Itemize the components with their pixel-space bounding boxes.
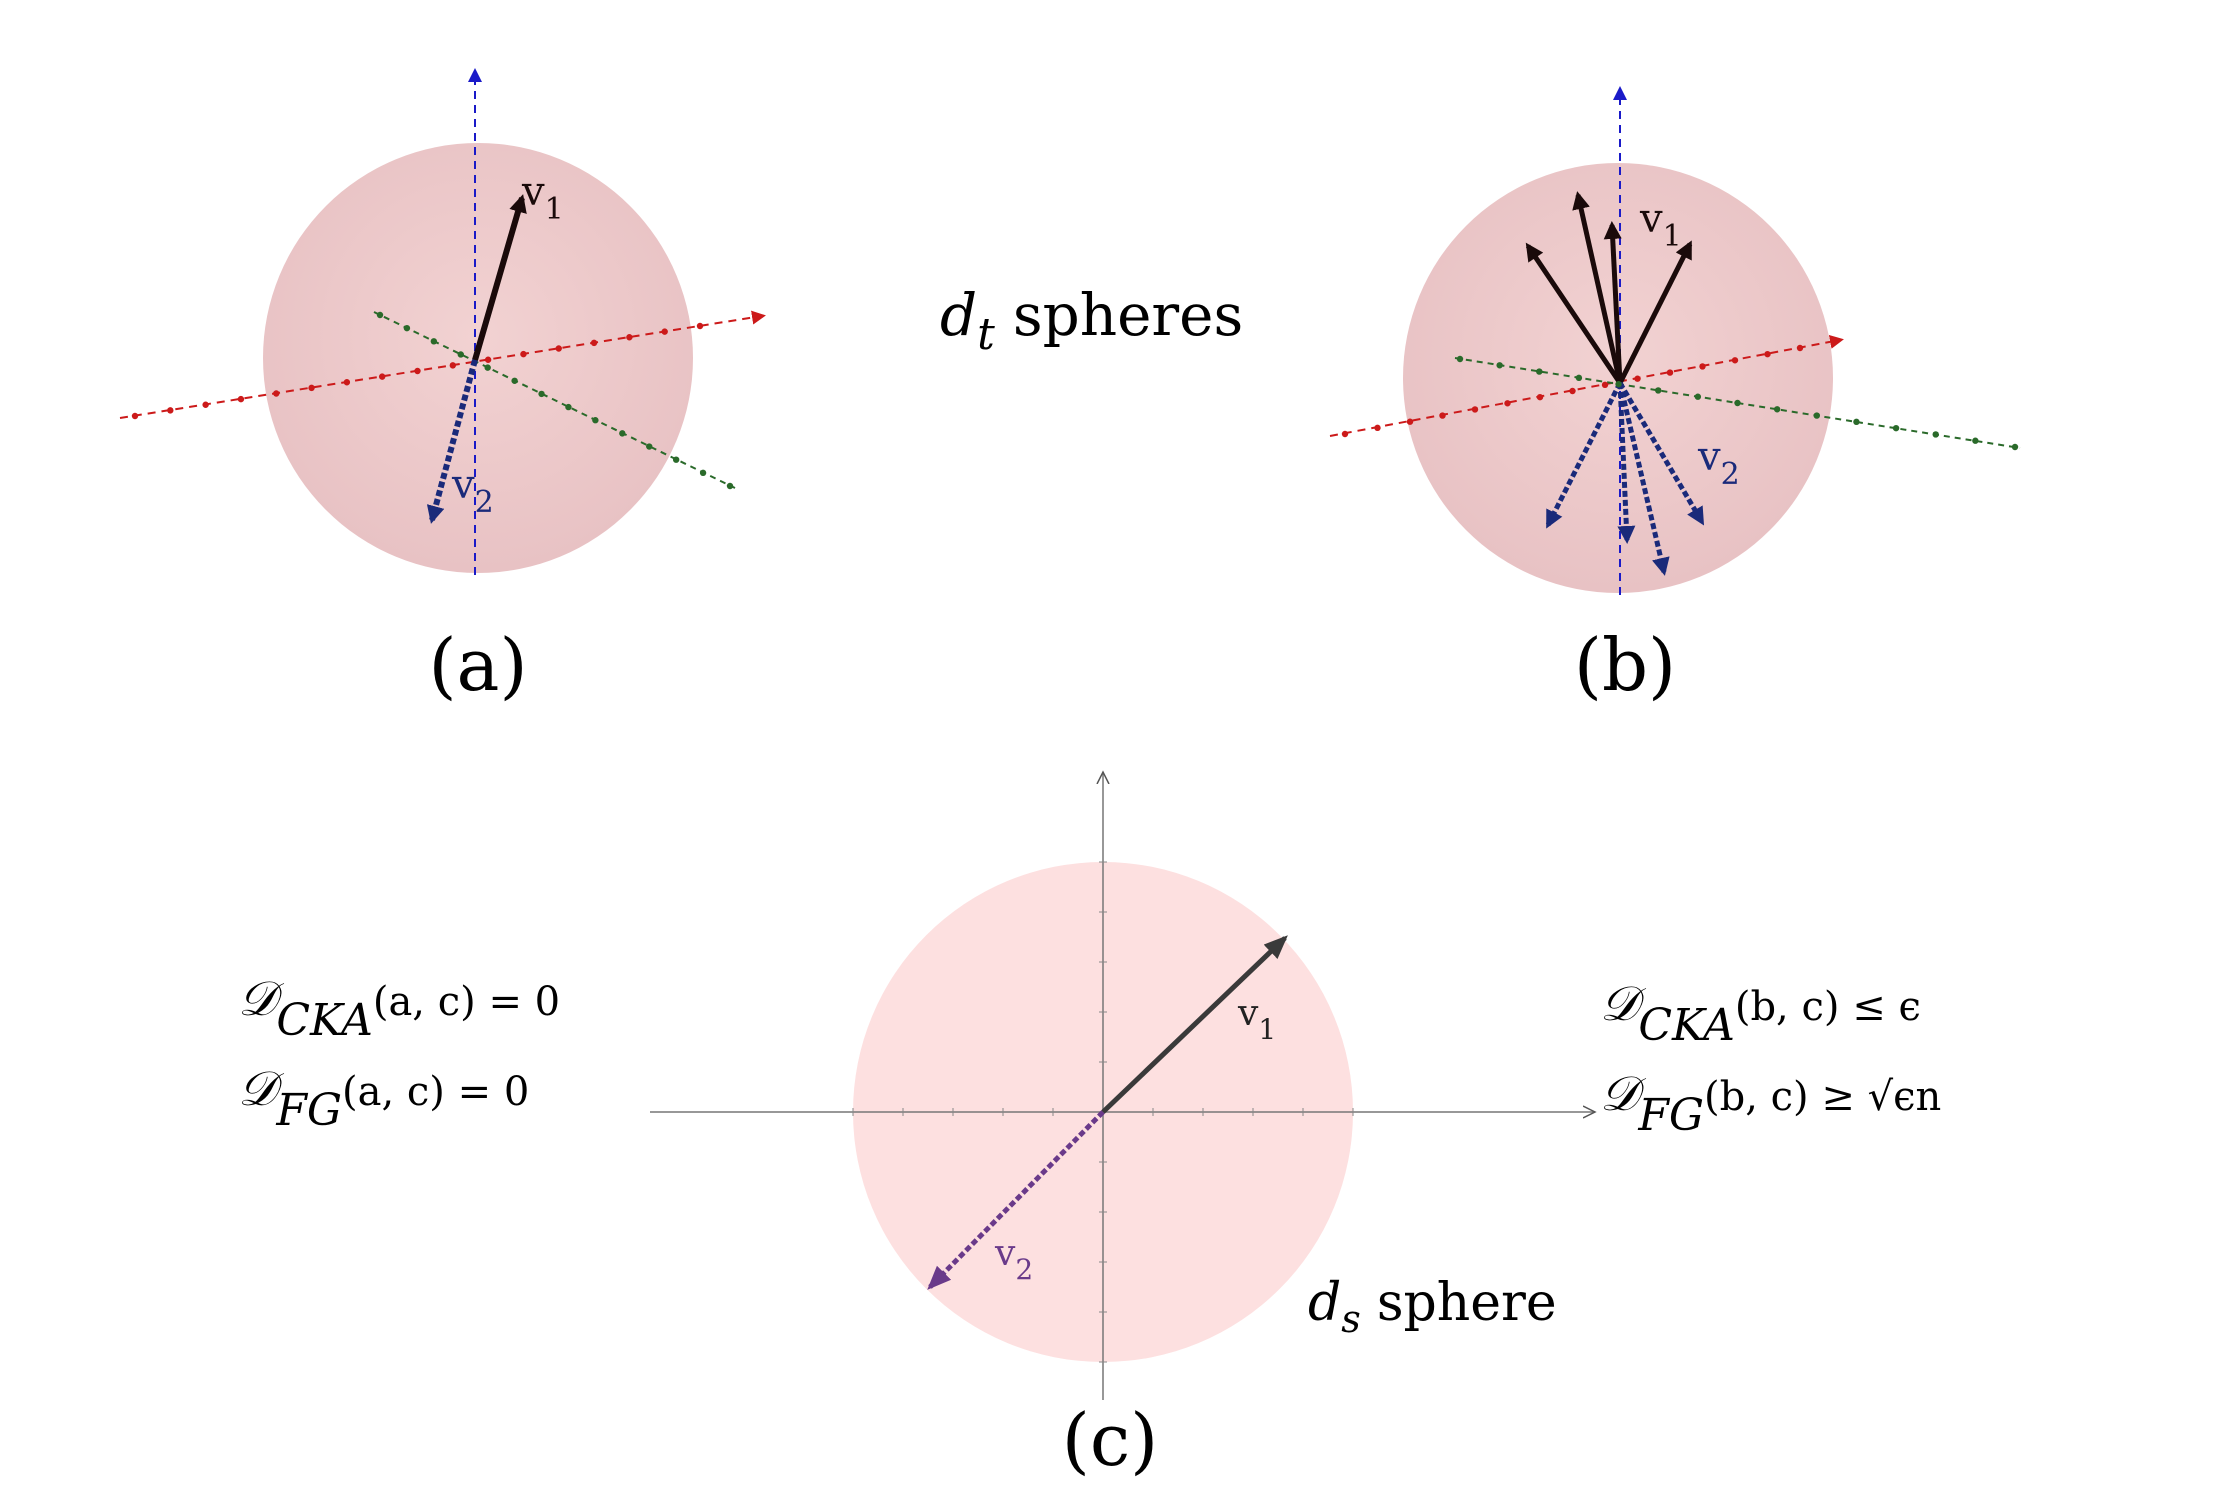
x-axis-tick-b (1731, 357, 1739, 364)
x-axis-tick-a (484, 356, 492, 363)
panel-b: v1 v2 (b) (1329, 86, 2021, 707)
x-axis-tick-b (1634, 375, 1641, 382)
y-axis-tick-a (511, 377, 518, 384)
x-axis-tick-a (131, 412, 139, 420)
x-axis-tick-b (1699, 363, 1706, 370)
x-axis-a (119, 310, 766, 419)
x-axis-tick-a (520, 350, 527, 358)
x-axis-tick-b (1666, 369, 1674, 376)
x-axis-tick-b (1536, 393, 1544, 401)
x-axis-tick-a (237, 395, 245, 403)
x-axis-tick-b (1406, 418, 1414, 425)
x-axis-tick-b (1504, 400, 1511, 407)
v1-arrow-a (472, 194, 527, 361)
caption-b: (b) (1574, 623, 1676, 707)
x-axis-tick-b (1796, 344, 1804, 352)
y-axis-tick-a (565, 403, 572, 411)
x-axis-tick-a (626, 334, 633, 341)
y-axis-tick-a (726, 482, 734, 490)
y-axis-tick-b (1932, 431, 1939, 438)
v2-label-a: v2 (451, 462, 494, 520)
x-axis-tick-b (1471, 406, 1479, 413)
x-axis-tick-a (343, 379, 351, 386)
x-axis-tick-a (555, 345, 562, 352)
y-axis-tick-b (1575, 374, 1583, 382)
left-eq-cka: 𝒟CKA(a, c) = 0 (238, 971, 560, 1046)
y-axis-tick-a (699, 469, 707, 477)
v2-label-b: v2 (1697, 434, 1740, 492)
y-axis-tick-b (1536, 368, 1543, 375)
y-axis-tick-b (1813, 412, 1820, 419)
x-axis-tick-a (449, 362, 457, 369)
v1-arrow-b-4 (1617, 240, 1693, 385)
y-axis-tick-b (1456, 355, 1464, 363)
v1-label-a: v1 (521, 169, 564, 227)
v1-arrow-b-2 (1572, 191, 1623, 384)
x-axis-tick-a (167, 407, 174, 414)
right-eq-fg: 𝒟FG(b, c) ≥ √ϵn (1600, 1066, 1941, 1141)
y-axis-tick-a (538, 390, 545, 398)
left-equations: 𝒟CKA(a, c) = 0 𝒟FG(a, c) = 0 (238, 971, 560, 1136)
y-axis-tick-b (1496, 362, 1503, 369)
x-axis-tick-a (308, 384, 315, 392)
axis-ticks (131, 311, 2019, 1363)
caption-a: (a) (428, 623, 527, 707)
v2-arrow-b-3 (1617, 382, 1670, 576)
v1-arrow-b-3 (1603, 221, 1623, 384)
x-axis-tick-a (661, 328, 668, 335)
y-axis-tick-b (1694, 393, 1702, 400)
y-axis-tick-b (1972, 437, 1979, 444)
y-axis-tick-a (592, 417, 599, 424)
right-equations: 𝒟CKA(b, c) ≤ ϵ 𝒟FG(b, c) ≥ √ϵn (1600, 976, 1941, 1141)
v2-label-c: v2 (994, 1233, 1033, 1286)
x-axis-tick-b (1764, 350, 1771, 358)
v1-label-b: v1 (1639, 196, 1682, 254)
y-axis-tick-a (457, 351, 464, 358)
x-axis-tick-a (378, 373, 386, 380)
y-axis-tick-b (1853, 418, 1860, 426)
caption-c: (c) (1062, 1398, 1159, 1482)
right-eq-cka: 𝒟CKA(b, c) ≤ ϵ (1600, 976, 1921, 1051)
x-axis-tick-b (1374, 424, 1381, 432)
v2-arrow-c (927, 1110, 1105, 1290)
panel-a: v1 v2 (a) (119, 68, 766, 707)
y-axis-tick-a (619, 430, 626, 437)
y-axis-tick-b (1734, 399, 1741, 407)
v1-arrow-c (1101, 935, 1288, 1114)
y-axis-tick-b (1615, 380, 1622, 388)
x-axis-tick-a (590, 339, 598, 347)
v1-label-c: v1 (1237, 993, 1276, 1046)
y-axis-tick-a (376, 311, 384, 319)
x-axis-tick-b (1341, 430, 1349, 438)
y-axis-tick-b (1892, 424, 1900, 432)
x-axis-tick-a (696, 322, 704, 330)
y-axis-tick-a (646, 443, 653, 450)
y-axis-tick-b (1655, 387, 1662, 394)
left-eq-fg: 𝒟FG(a, c) = 0 (238, 1061, 529, 1136)
y-axis-tick-b (1773, 406, 1781, 413)
x-axis-tick-b (1601, 381, 1609, 389)
v1-arrow-b-1 (1525, 242, 1623, 385)
x-axis-tick-b (1569, 387, 1576, 395)
v2-arrow-b-2 (1617, 382, 1636, 544)
x-axis-b (1329, 334, 1844, 437)
v2-arrow-a (426, 359, 478, 524)
x-axis-tick-a (414, 367, 421, 375)
x-axis-tick-a (273, 390, 280, 397)
y-axis-tick-a (672, 456, 680, 463)
y-axis-tick-a (484, 364, 491, 371)
y-axis-tick-a (430, 338, 438, 345)
y-axis-tick-b (2011, 443, 2019, 451)
x-axis-tick-a (202, 401, 209, 408)
x-axis-tick-b (1439, 412, 1446, 419)
y-axis-tick-a (403, 324, 411, 332)
